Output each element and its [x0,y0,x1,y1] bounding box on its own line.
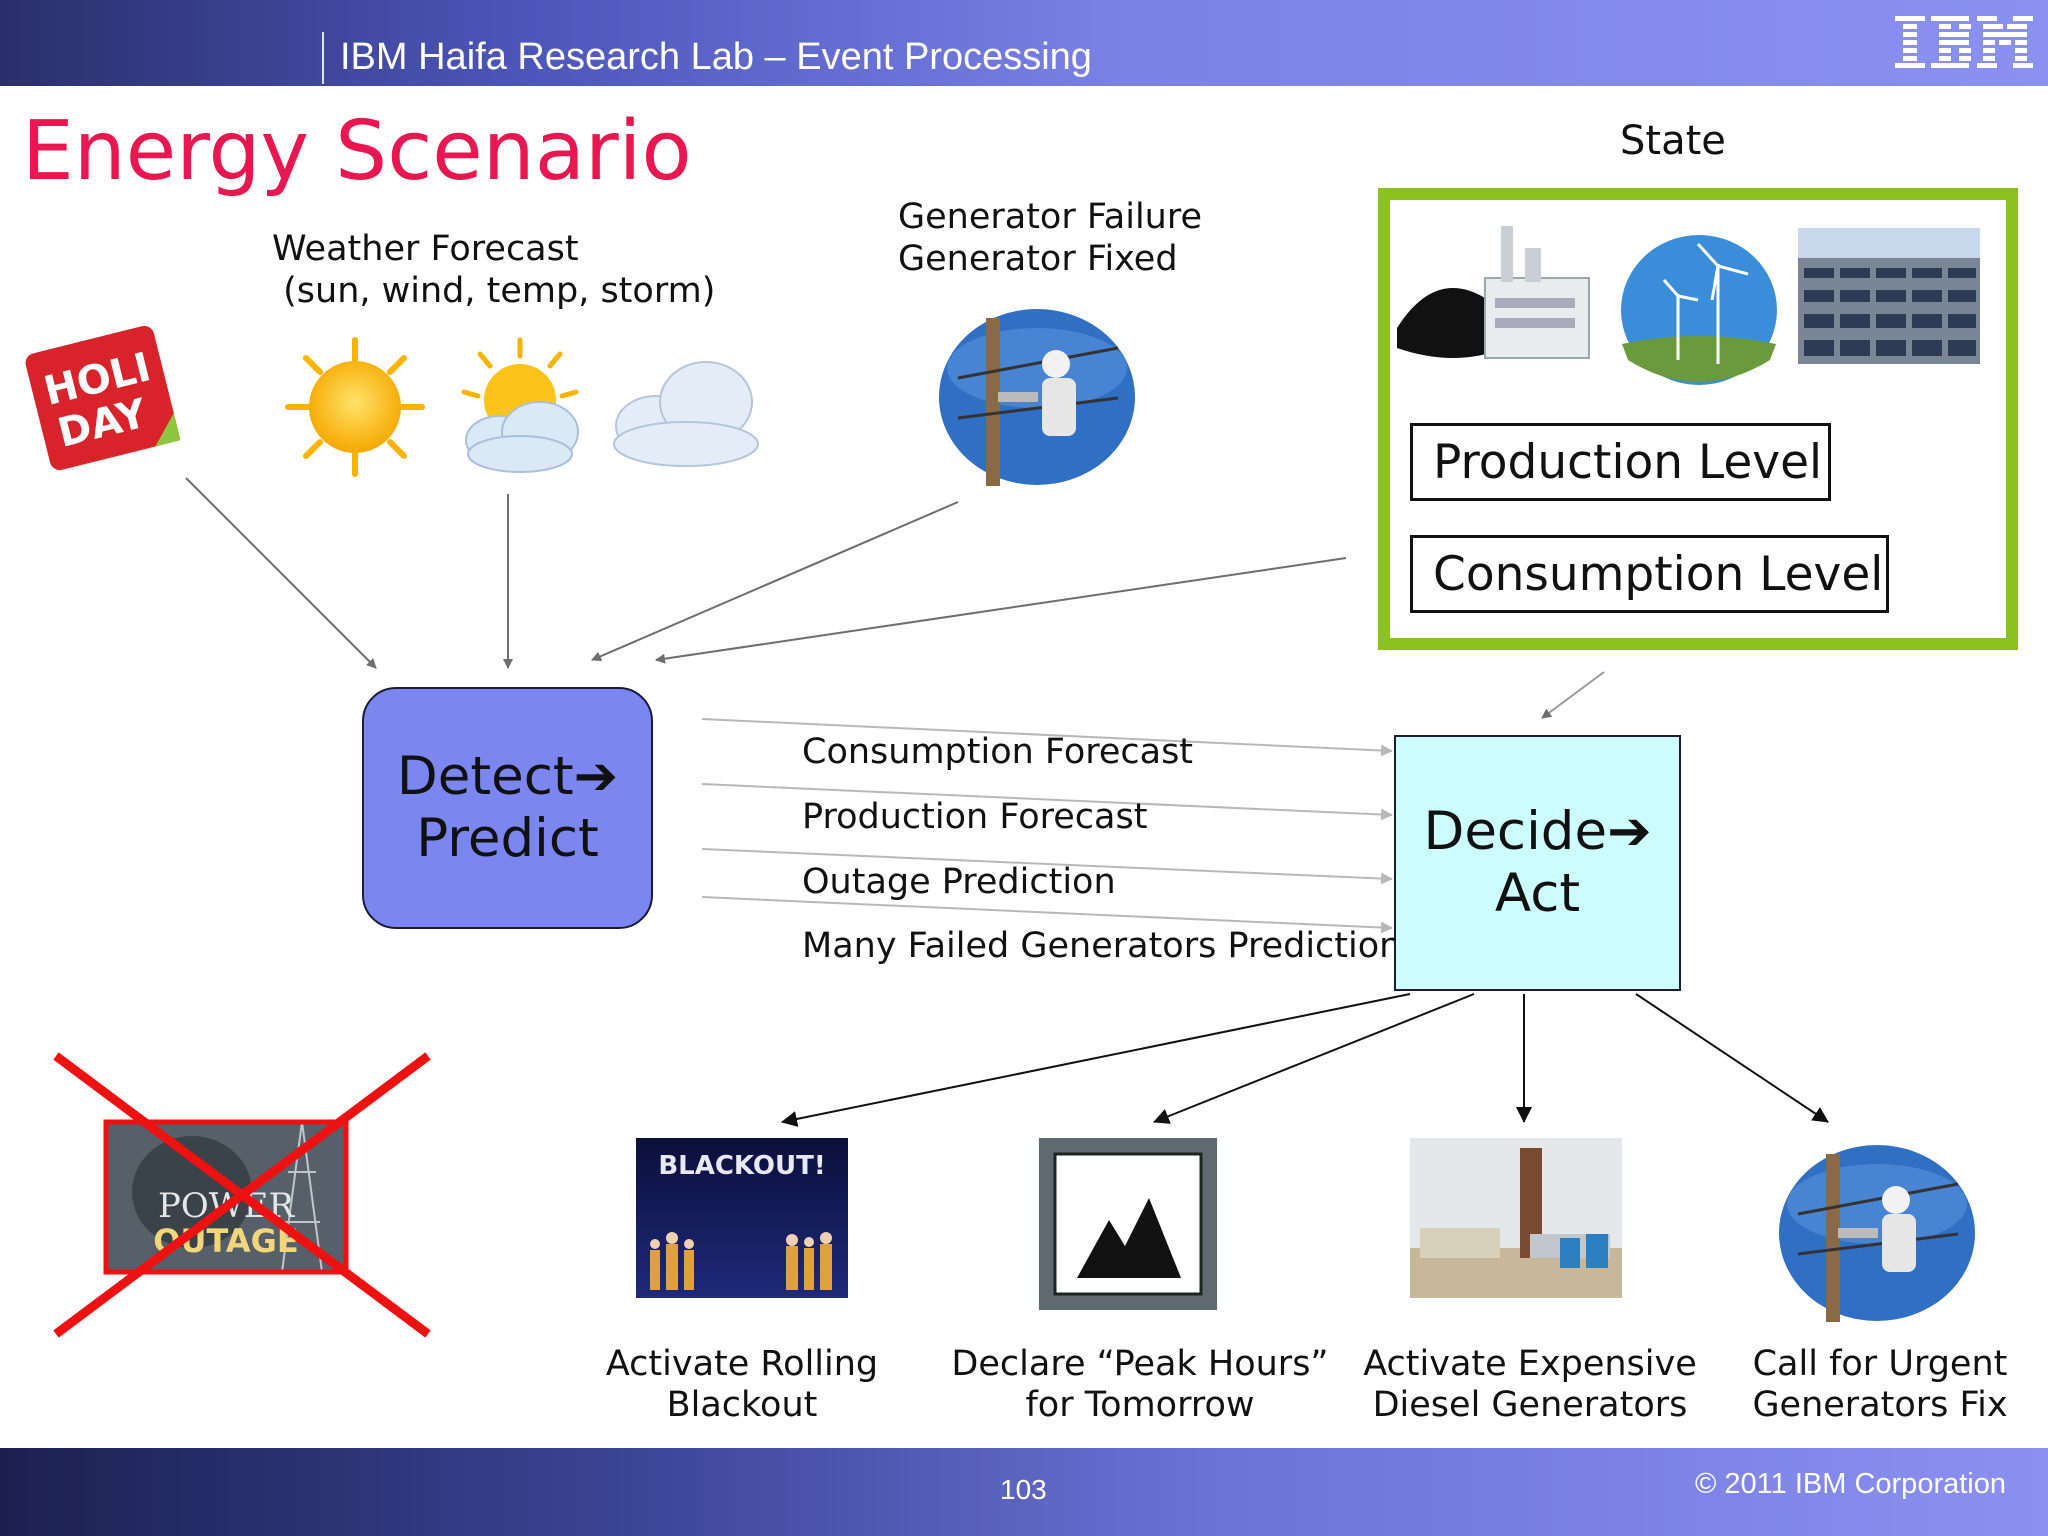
action-peak-hours: Declare “Peak Hours” for Tomorrow [950,1344,1330,1426]
detect-arrow-icon: ➔ [573,746,619,807]
decide-arrow-icon: ➔ [1607,801,1652,862]
action-peak-hours-line2: for Tomorrow [1025,1385,1255,1425]
detect-text: Detect [396,746,574,807]
generator-failure-label: Generator Failure [898,197,1203,237]
arrow-state-to-detect [655,557,1347,664]
cloud-icon [613,361,759,467]
arrow-outage-prediction [701,848,1393,885]
slide-title: Energy Scenario [22,104,692,199]
arrow-to-rolling-blackout [781,993,1411,1127]
event-outage-prediction: Outage Prediction [802,862,1116,902]
header-divider [322,32,324,84]
footer-bar [0,1448,2048,1536]
image-placeholder-icon [1039,1138,1217,1310]
consumption-level-box: Consumption Level [1410,535,1889,613]
act-text: Act [1494,863,1581,924]
copyright-text: © 2011 IBM Corporation [1695,1468,2006,1500]
solar-farm-icon [1798,228,1980,364]
action-urgent-fix-line1: Call for Urgent [1752,1344,2008,1384]
action-peak-hours-line1: Declare “Peak Hours” [951,1344,1329,1384]
arrow-many-failed-prediction [701,896,1393,934]
arrow-generator-to-detect [591,501,959,662]
wind-turbine-icon [1621,235,1777,385]
action-diesel-generators-line1: Activate Expensive [1363,1344,1697,1384]
arrow-consumption-forecast [701,718,1393,757]
predict-text: Predict [416,808,599,869]
arrow-to-urgent-fix [1635,993,1829,1123]
page-number: 103 [1000,1474,1047,1505]
state-label: State [1620,118,1726,164]
production-level-box: Production Level [1410,423,1831,501]
diesel-generator-plant-icon [1410,1138,1622,1298]
arrow-to-peak-hours [1153,993,1475,1124]
blackout-image-icon: BLACKOUT! [636,1138,848,1298]
arrow-holiday-to-detect [185,477,377,669]
power-outage-crossed-icon: POWER OUTAGE [53,1052,431,1338]
action-rolling-blackout-line1: Activate Rolling [605,1344,879,1384]
header-bar [0,0,2048,86]
blackout-image-text: BLACKOUT! [658,1151,825,1181]
action-diesel-generators: Activate Expensive Diesel Generators [1360,1344,1700,1426]
event-production-forecast: Production Forecast [802,797,1148,837]
ibm-logo-icon [1895,16,2033,68]
coal-power-plant-icon [1397,226,1590,359]
action-rolling-blackout-line2: Blackout [666,1385,818,1425]
sun-icon [285,337,425,477]
state-box [1378,188,2018,650]
action-urgent-fix-line2: Generators Fix [1752,1385,2008,1425]
arrow-state-to-decide [1541,671,1605,719]
detect-predict-box: Detect➔ Predict [362,687,653,929]
header-title: IBM Haifa Research Lab – Event Processin… [340,36,1092,78]
arrow-production-forecast [701,783,1393,821]
holiday-icon: HOLI DAY [25,325,181,471]
detect-line: Detect➔ [397,746,618,808]
lineman-repair-icon [939,309,1135,486]
generator-fixed-label: Generator Fixed [898,239,1178,279]
partly-cloudy-icon [461,337,579,473]
action-diesel-generators-line2: Diesel Generators [1372,1385,1688,1425]
decide-act-box: Decide➔ Act [1394,735,1681,991]
decide-line: Decide➔ [1424,801,1652,863]
weather-forecast-label: Weather Forecast (sun, wind, temp, storm… [272,228,715,312]
weather-forecast-detail: (sun, wind, temp, storm) [272,271,716,311]
decide-text: Decide [1423,801,1608,862]
event-consumption-forecast: Consumption Forecast [802,732,1194,772]
lineman-urgent-fix-icon [1779,1145,1975,1322]
action-rolling-blackout: Activate Rolling Blackout [582,1344,902,1426]
event-many-failed-generators-prediction: Many Failed Generators Prediction [802,926,1402,966]
action-urgent-fix: Call for Urgent Generators Fix [1730,1344,2030,1426]
weather-forecast-title: Weather Forecast [272,229,579,269]
generator-events-label: Generator Failure Generator Fixed [898,196,1202,280]
